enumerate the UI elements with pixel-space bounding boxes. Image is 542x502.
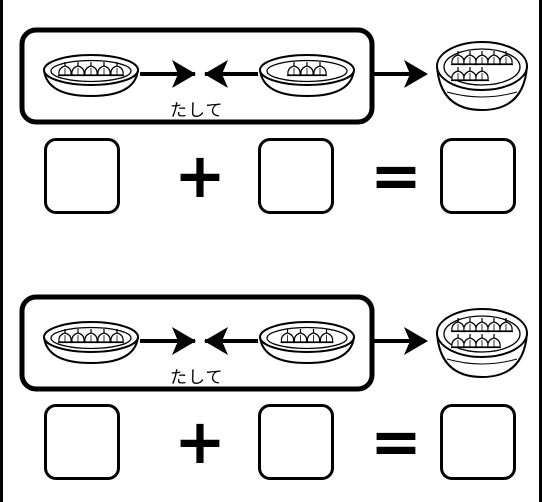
arrow-right-icon	[140, 327, 196, 355]
garlic-item-icon	[451, 318, 465, 333]
garlic-item-icon	[280, 329, 295, 344]
answer-box-second-addend[interactable]	[258, 404, 334, 480]
result-dish-icon	[436, 308, 528, 379]
problem-1: たして + =	[0, 0, 542, 214]
garlic-item-icon	[487, 318, 501, 333]
garlic-item-icon	[319, 329, 334, 344]
left-dish-icon	[43, 321, 139, 365]
page-border-left	[0, 0, 3, 502]
garlic-item-icon	[71, 62, 85, 77]
equals-sign: =	[370, 139, 422, 212]
garlic-item-icon	[313, 62, 327, 77]
arrow-left-icon	[204, 60, 258, 88]
answer-box-first-addend[interactable]	[44, 138, 120, 214]
action-label: たして	[170, 368, 224, 388]
garlic-item-icon	[451, 334, 465, 349]
garlic-item-icon	[463, 318, 477, 333]
left-dish-icon	[43, 54, 139, 98]
garlic-item-icon	[97, 62, 111, 77]
right-dish-icon	[259, 321, 355, 365]
garlic-item-icon	[451, 67, 465, 82]
garlic-item-icon	[293, 329, 308, 344]
result-dish-icon	[436, 41, 528, 112]
garlic-item-icon	[499, 51, 513, 66]
garlic-item-icon	[475, 67, 489, 82]
answer-box-sum[interactable]	[440, 404, 516, 480]
garlic-item-icon	[110, 62, 124, 77]
problem-2: たして + =	[0, 292, 542, 502]
dish-scene	[19, 27, 528, 125]
answer-box-first-addend[interactable]	[44, 404, 120, 480]
equals-sign: =	[370, 405, 422, 478]
answer-box-sum[interactable]	[440, 138, 516, 214]
arrow-right-icon	[140, 60, 196, 88]
garlic-item-icon	[487, 334, 501, 349]
garlic-item-icon	[499, 318, 513, 333]
garlic-item-icon	[110, 329, 124, 344]
plus-sign: +	[174, 139, 226, 212]
plus-sign: +	[174, 405, 226, 478]
arrow-to-result-icon	[372, 327, 428, 355]
garlic-item-icon	[71, 329, 85, 344]
answer-box-second-addend[interactable]	[258, 138, 334, 214]
garlic-item-icon	[475, 51, 489, 66]
arrow-left-icon	[204, 327, 258, 355]
garlic-item-icon	[300, 62, 314, 77]
garlic-item-icon	[84, 329, 98, 344]
garlic-item-icon	[287, 62, 301, 77]
garlic-item-icon	[306, 329, 321, 344]
dish-scene	[19, 294, 528, 392]
garlic-item-icon	[58, 62, 72, 77]
action-label: たして	[170, 101, 224, 121]
garlic-item-icon	[58, 329, 72, 344]
garlic-item-icon	[84, 62, 98, 77]
page-border-right	[539, 0, 542, 502]
arrow-to-result-icon	[372, 60, 428, 88]
right-dish-icon	[259, 54, 355, 98]
garlic-item-icon	[97, 329, 111, 344]
